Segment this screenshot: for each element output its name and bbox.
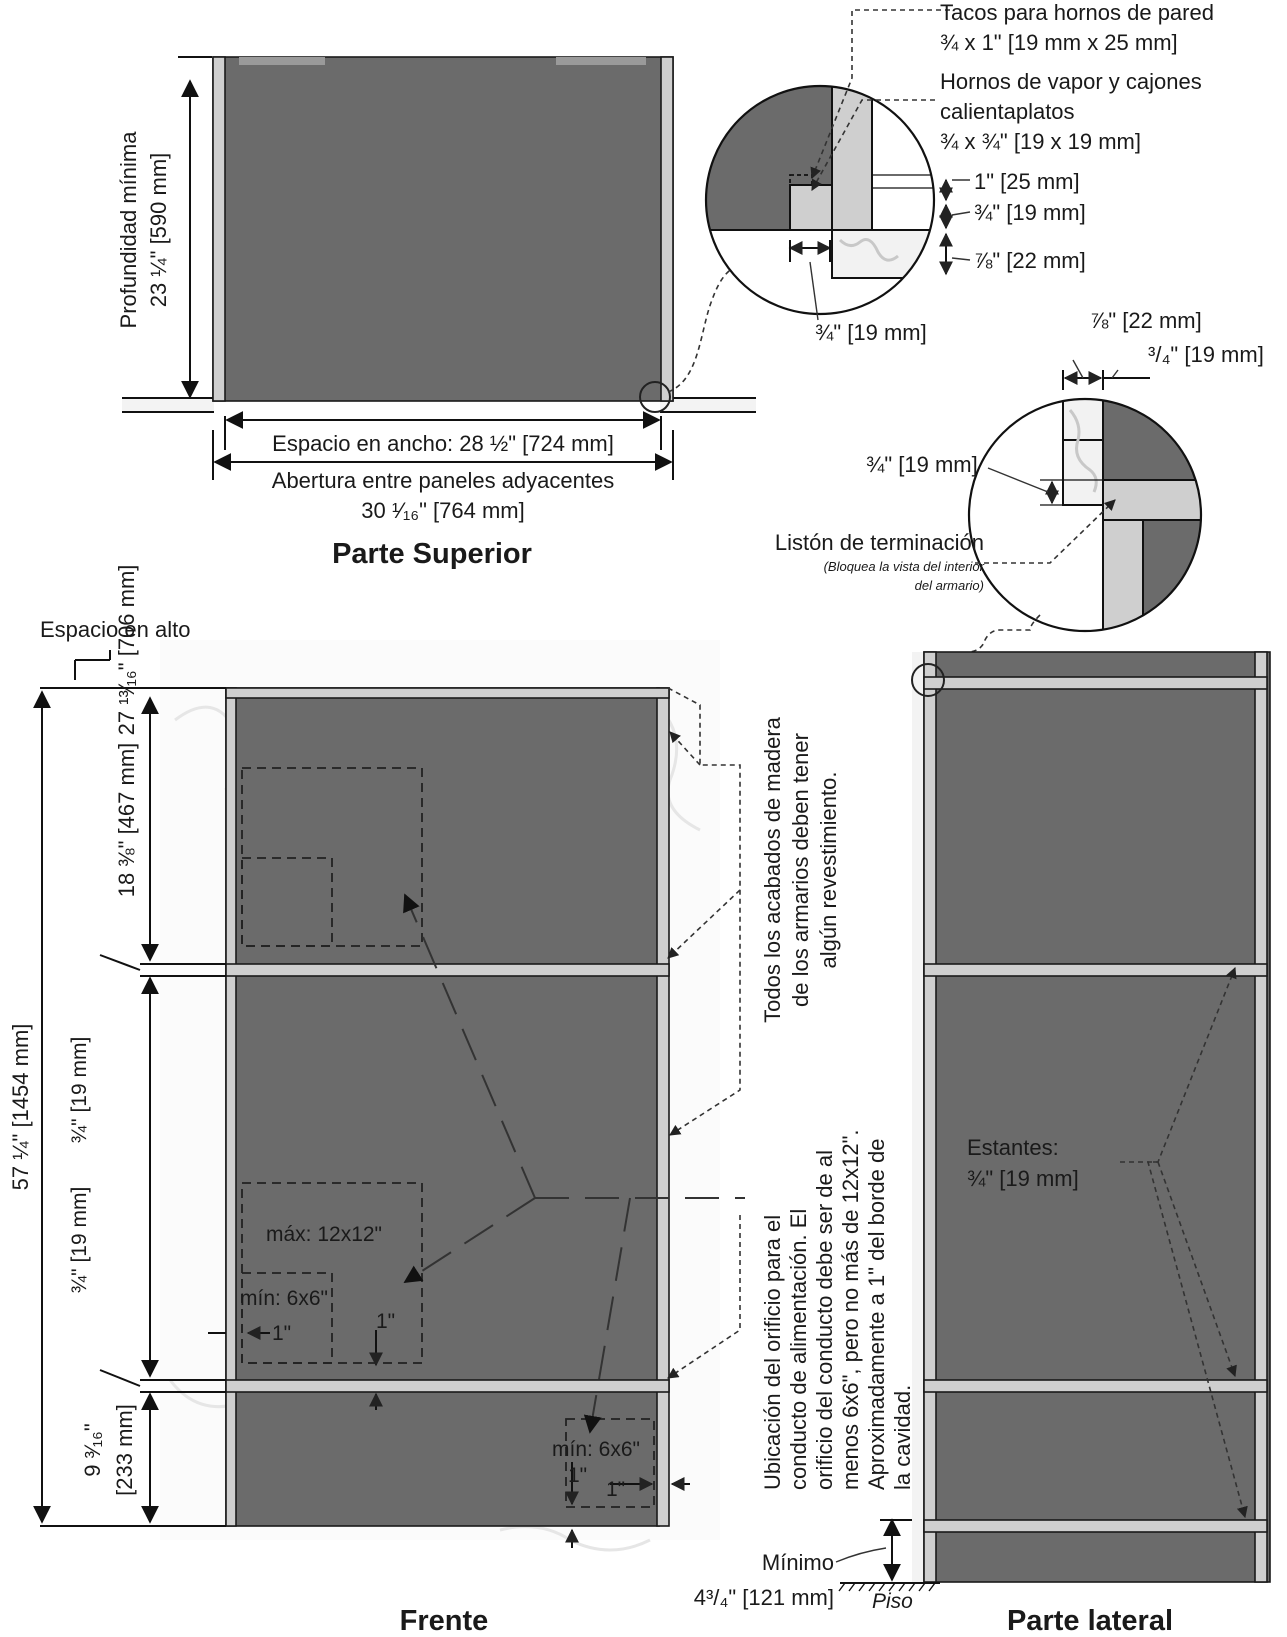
shelves-label-2: ¾" [19 mm]	[967, 1166, 1079, 1191]
top-strip-left	[239, 57, 325, 65]
detail-circle-side-outline	[967, 397, 1203, 633]
upper-section-label: 18 ⅜" [467 mm]	[114, 743, 139, 898]
hole-pointer-1	[403, 893, 536, 1199]
max-hole-label: máx: 12x12"	[266, 1223, 382, 1246]
opening-label-2: 30 ¹⁄₁₆" [764 mm]	[361, 498, 525, 523]
hole-note-3: orificio del conducto debe ser de al	[812, 1150, 837, 1490]
top-view-title: Parte Superior	[332, 538, 532, 570]
side-view: Estantes: ¾" [19 mm] Piso Parte lateral	[835, 651, 1271, 1637]
floor-label: Piso	[872, 1590, 913, 1613]
side-shelf-2	[923, 1379, 1268, 1393]
one-inch-label-c: 1"	[568, 1464, 587, 1487]
dim-bottom-label: ¾" [19 mm]	[815, 320, 927, 345]
cleat-wall-label-1: Tacos para hornos de pared	[940, 0, 1214, 25]
hole-pointer-3	[583, 1197, 631, 1434]
lower-section-label-2: [233 mm]	[112, 1404, 137, 1496]
countertop-left	[122, 398, 214, 412]
side-marble-edge	[912, 652, 924, 1582]
hole-note-4: menos 6x6", pero no más de 12x12".	[838, 1130, 863, 1491]
min-clearance-value: 4³/₄" [121 mm]	[694, 1585, 834, 1610]
top-strip-right	[556, 57, 646, 65]
front-left-panel	[225, 687, 237, 1527]
front-top-panel	[225, 687, 670, 699]
side-dim-34-left-label: ¾" [19 mm]	[866, 452, 978, 477]
side-shelf-3	[923, 1519, 1268, 1533]
trim-note-2: del armario)	[915, 578, 984, 593]
hole-note-1: Ubicación del orificio para el	[760, 1215, 785, 1490]
side-front-panel	[923, 651, 937, 1583]
min-clearance-label: Mínimo	[762, 1550, 834, 1575]
hole-note-6: la cavidad.	[890, 1385, 915, 1490]
front-shelf-lower	[225, 1379, 670, 1393]
total-height-label: 57 ¼" [1454 mm]	[8, 1024, 33, 1191]
depth-label-2: 23 ¼" [590 mm]	[146, 153, 171, 308]
upper-small-hole-outline	[241, 857, 333, 947]
hole-note-5: Aproximadamente a 1" del borde de	[864, 1139, 889, 1490]
hole-note-2: conducto de alimentación. El	[786, 1209, 811, 1490]
one-inch-label-d: 1"	[606, 1478, 625, 1501]
one-inch-label-b: 1"	[376, 1310, 395, 1333]
lower-section-label-1: 9 ³⁄₁₆"	[80, 1423, 105, 1476]
height-space-value: 27 ¹³⁄₁₆" [706 mm]	[114, 565, 139, 736]
detail-leader-side	[931, 614, 1041, 673]
cleat-wall-label-2: ¾ x 1" [19 mm x 25 mm]	[940, 30, 1178, 55]
front-cavity	[225, 687, 660, 1527]
top-view: Profundidad mínima 23 ¼" [590 mm] Espaci…	[116, 56, 756, 570]
finish-note-2: de los armarios deben tener	[788, 733, 813, 1007]
side-dim-34-top-label: ³/₄" [19 mm]	[1148, 342, 1264, 367]
top-cavity	[212, 56, 674, 402]
side-shelf-1	[923, 963, 1268, 977]
shelves-label-1: Estantes:	[967, 1135, 1059, 1160]
min-hole-label-1: mín: 6x6"	[240, 1287, 328, 1310]
countertop-right	[660, 398, 756, 412]
side-dim-78-label: ⅞" [22 mm]	[1090, 308, 1202, 333]
side-cavity	[923, 651, 1271, 1583]
shelf-thickness-2: ¾" [19 mm]	[68, 1037, 91, 1144]
finish-note-3: algún revestimiento.	[816, 772, 841, 969]
height-space-label: Espacio en alto	[40, 617, 190, 642]
min-hole-label-2: mín: 6x6"	[552, 1438, 640, 1461]
side-detail-marker	[911, 663, 945, 697]
cleat-steam-label-3: ¾ x ¾" [19 x 19 mm]	[940, 129, 1141, 154]
one-inch-label-a: 1"	[272, 1322, 291, 1345]
detail-leader-top	[667, 261, 746, 393]
detail-circle-side: ⅞" [22 mm] ³/₄" [19 mm] ¾" [19 mm] Listó…	[775, 308, 1264, 673]
dim-78-label: ⅞" [22 mm]	[974, 248, 1086, 273]
shelf-thickness-1: ¾" [19 mm]	[68, 1187, 91, 1294]
dim-1in-label: 1" [25 mm]	[974, 169, 1080, 194]
hole-pointer-2	[403, 1197, 536, 1283]
side-top-shelf	[923, 676, 1268, 690]
min-hole-outline	[241, 1272, 333, 1364]
front-right-panel	[656, 687, 670, 1527]
finish-note-1: Todos los acabados de madera	[760, 716, 785, 1023]
trim-note-1: (Bloquea la vista del interior	[824, 559, 985, 574]
cleat-steam-label-2: calientaplatos	[940, 99, 1075, 124]
bottom-min-hole-outline	[565, 1418, 655, 1508]
upper-hole-outline	[241, 767, 423, 947]
depth-label-1: Profundidad mínima	[116, 131, 141, 329]
cleat-steam-label-1: Hornos de vapor y cajones	[940, 69, 1202, 94]
front-shelf-upper	[225, 963, 670, 977]
top-right-panel	[660, 56, 674, 402]
front-view: Espacio en alto 27 ¹³⁄₁₆" [706 mm] 57 ¼"…	[8, 565, 915, 1637]
top-left-panel	[212, 56, 226, 402]
detail-circle-top-outline	[704, 84, 936, 316]
trim-label: Listón de terminación	[775, 530, 984, 555]
side-back-panel	[1254, 651, 1268, 1583]
front-view-title: Frente	[400, 1605, 489, 1637]
side-view-title: Parte lateral	[1007, 1605, 1173, 1637]
opening-label-1: Abertura entre paneles adyacentes	[272, 468, 614, 493]
dim-34-label: ¾" [19 mm]	[974, 200, 1086, 225]
width-label: Espacio en ancho: 28 ½" [724 mm]	[272, 431, 614, 456]
detail-circle-top: Tacos para hornos de pared ¾ x 1" [19 mm…	[704, 0, 1214, 345]
